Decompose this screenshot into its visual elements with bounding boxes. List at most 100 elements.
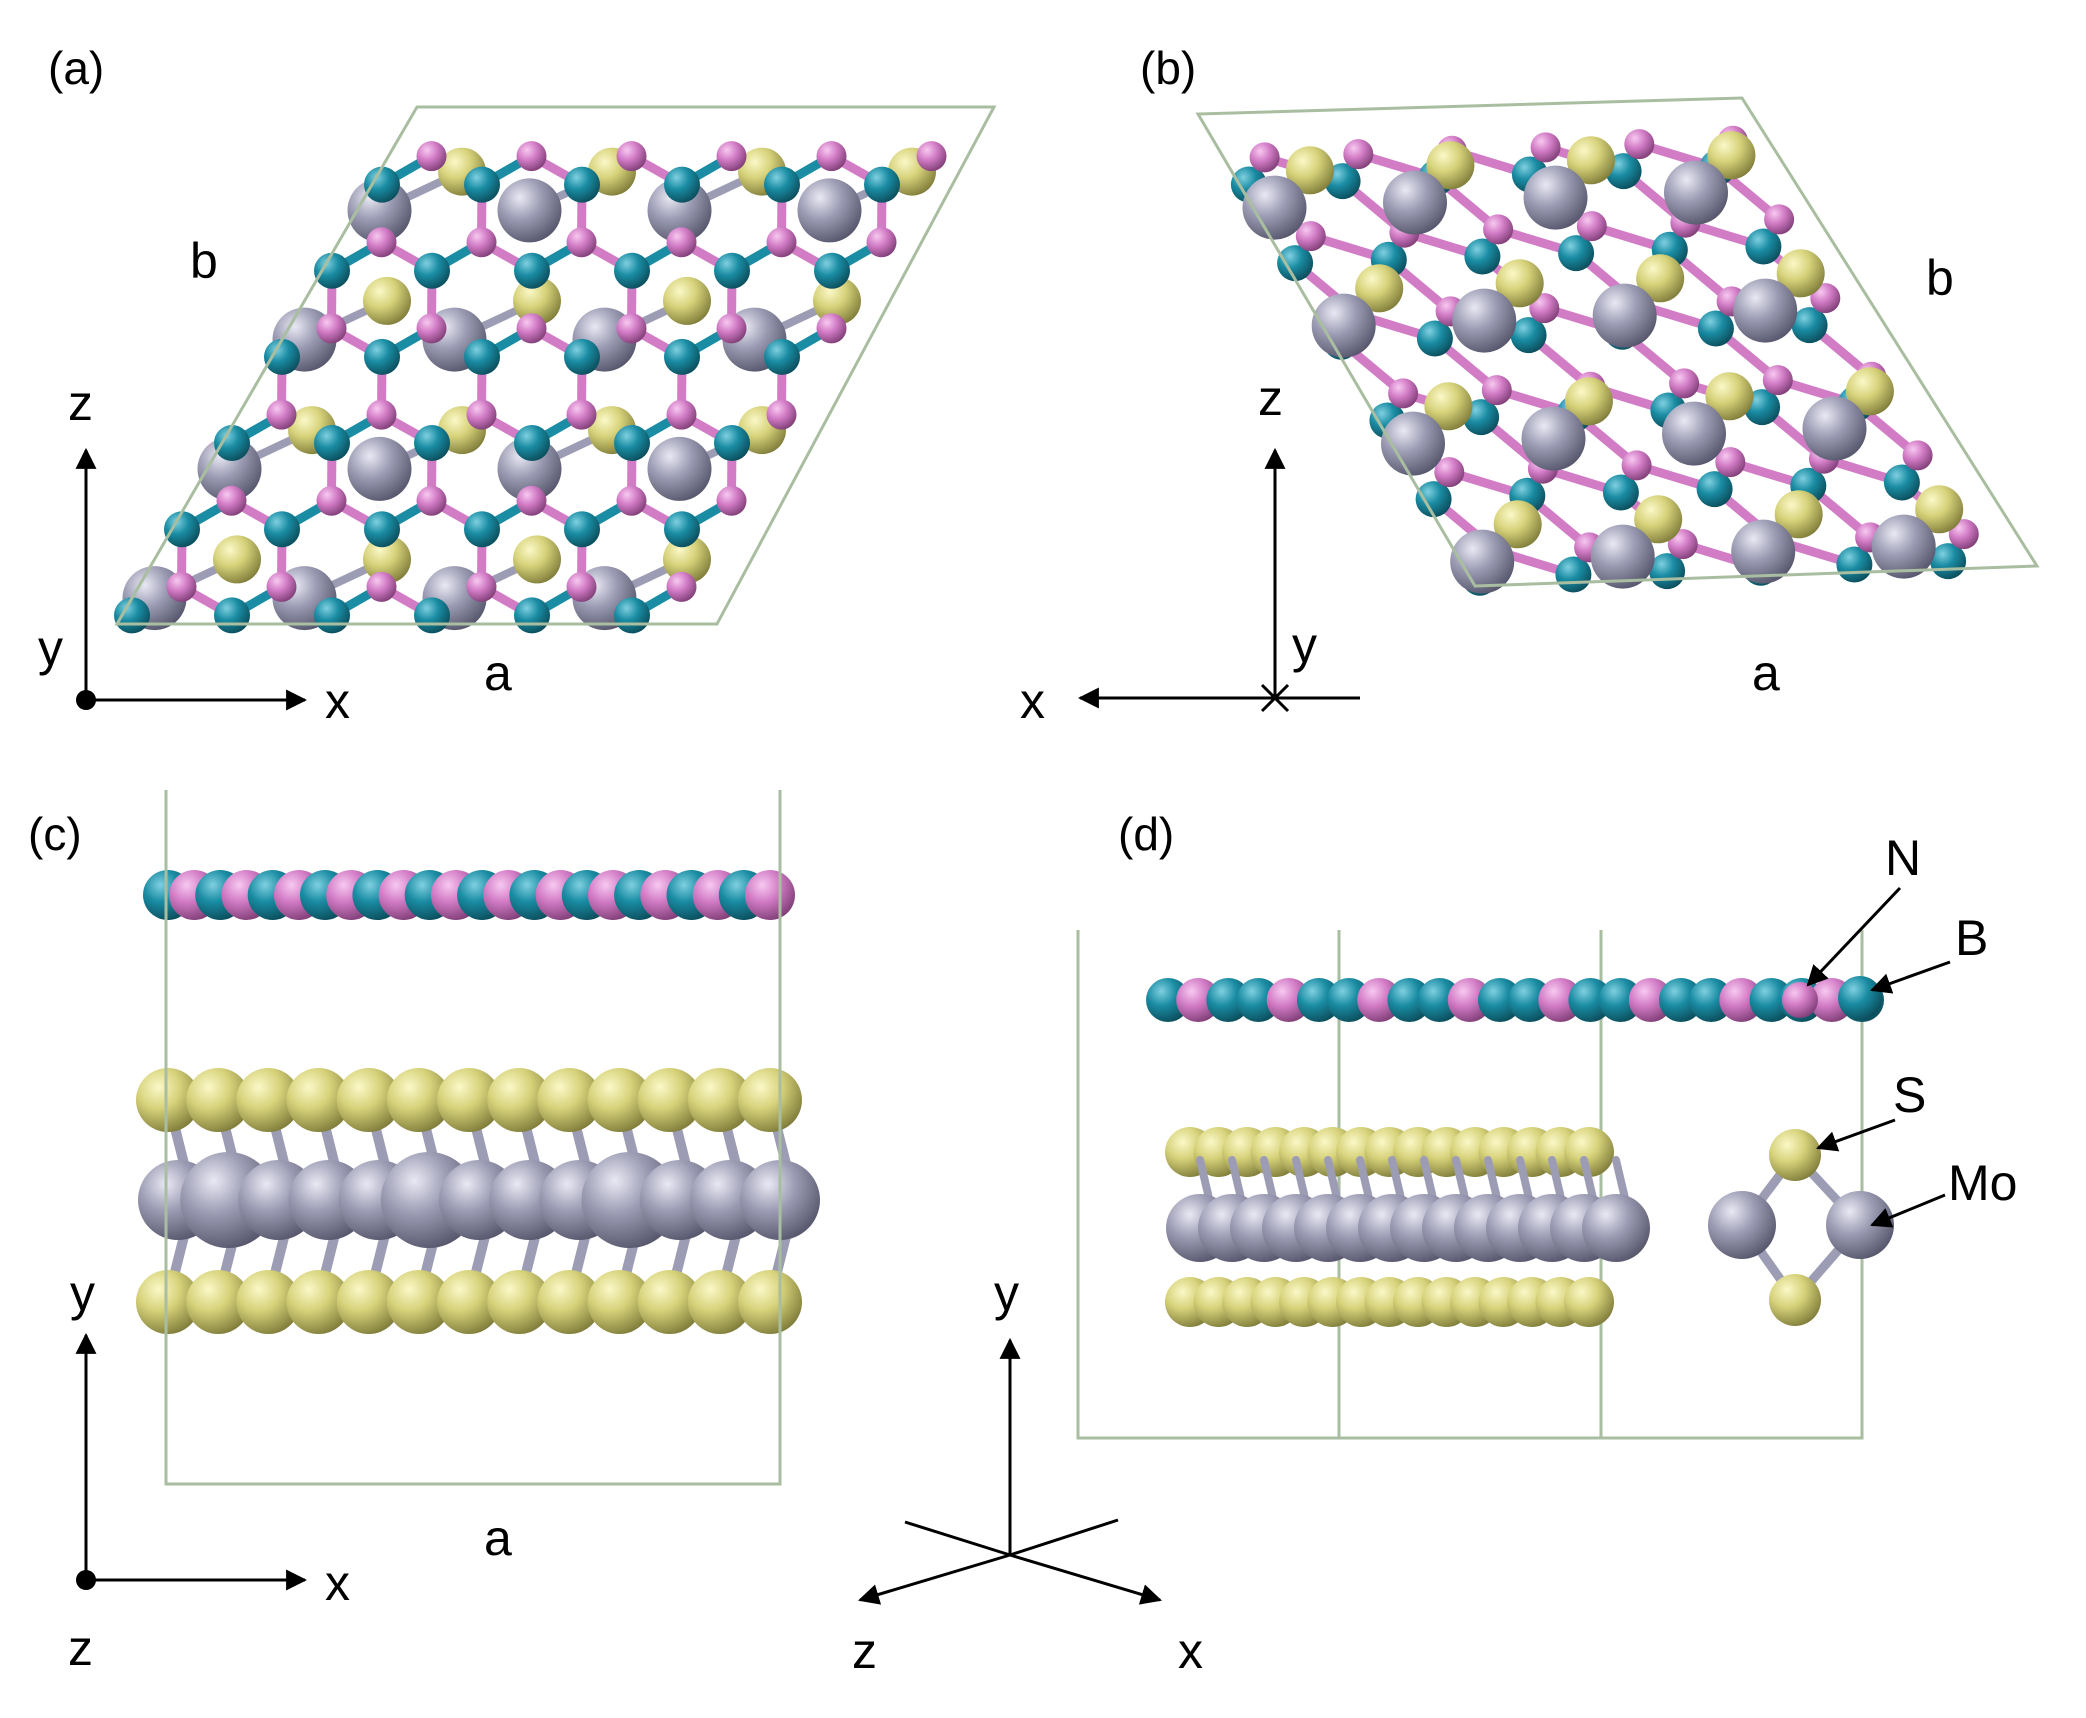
sulfur-atom [213,535,261,584]
boron-atom [514,597,550,634]
boron-atom [1477,978,1522,1022]
boron-atom [1206,978,1251,1022]
boron-atom [514,252,550,289]
sulfur-atom [487,1068,552,1132]
boron-atom [314,597,350,634]
panel-a-axis-z: z [68,375,93,431]
boron-atom [1659,978,1703,1022]
boron-atom [1602,474,1639,511]
boron-atom [1697,310,1734,347]
sulfur-atom [1566,136,1615,185]
nitrogen-atom [1357,978,1402,1022]
nitrogen-atom [1810,283,1841,314]
nitrogen-atom [166,571,197,602]
sulfur-atom [537,1270,602,1334]
sulfur-atom [637,1068,702,1132]
panel-c-axis-z: z [68,1620,93,1676]
panel-b-axis-x: x [1020,673,1045,729]
molybdenum-atom [1242,175,1307,240]
sulfur-atom [537,1068,602,1132]
boron-atom [614,252,650,289]
nitrogen-atom [666,571,697,602]
sulfur-atom [1564,377,1613,426]
boron-atom [564,511,600,548]
molybdenum-atom [797,178,862,243]
boron-atom [264,338,300,375]
sulfur-atom [687,1068,752,1132]
boron-atom [864,166,900,203]
molybdenum-atom [1826,1191,1894,1259]
boron-atom [1417,978,1462,1022]
boron-atom [614,597,650,634]
boron-atom [1327,978,1371,1022]
panel-c-label: (c) [28,808,82,860]
nitrogen-atom [516,141,547,172]
panel-d-axes: y z x [852,1265,1203,1679]
nitrogen-atom [1538,978,1583,1022]
boron-atom [614,425,650,461]
panel-c-out-of-plane-dot-icon [76,1570,96,1590]
panel-c: (c) a y x z [28,790,820,1676]
panel-b-cell-label-b: b [1926,250,1954,306]
sulfur-atom [1705,372,1754,421]
sulfur-atom [1707,131,1756,180]
nitrogen-atom [1715,447,1746,478]
sulfur-atom [738,1270,802,1334]
boron-atom [814,252,850,289]
nitrogen-atom [1343,139,1374,170]
nitrogen-atom [366,399,397,430]
panel-c-axis-y: y [70,1265,95,1321]
panel-a: (a) a b z x y [38,42,997,729]
nitrogen-atom [466,227,497,258]
nitrogen-atom [366,227,397,258]
panel-a-out-of-plane-dot-icon [76,690,96,710]
panel-b-axis-z: z [1258,370,1283,426]
nitrogen-atom [1621,450,1652,481]
molybdenum-atom [1582,1194,1650,1262]
callout-arrow-n [1806,886,1902,987]
boron-atom [1236,978,1281,1022]
boron-atom [1598,978,1643,1022]
molybdenum-atom [1592,283,1657,348]
element-label-mo: Mo [1948,1155,2017,1211]
molybdenum-atom [1731,519,1796,584]
element-label-s: S [1893,1067,1926,1123]
nitrogen-atom [745,870,795,920]
sulfur-atom [1424,382,1473,431]
molybdenum-atom [1708,1191,1776,1259]
nitrogen-atom [1628,978,1673,1022]
boron-atom [314,252,350,289]
panel-c-axes: y x z [68,1265,350,1676]
panel-d: (d) N B S Mo y z x [852,808,2017,1679]
sulfur-atom [363,535,411,584]
panel-d-label: (d) [1118,808,1174,860]
nitrogen-atom [716,485,747,516]
nitrogen-atom [566,399,597,430]
molybdenum-atom [1311,293,1376,358]
molybdenum-atom [647,436,712,501]
callout-arrow-b [1870,960,1951,994]
boron-atom [364,166,400,203]
boron-atom [1387,978,1432,1022]
nitrogen-atom [316,313,347,344]
panel-a-axis-y: y [38,620,63,676]
sulfur-atom [1769,1274,1821,1326]
sulfur-atom [1426,141,1475,190]
nitrogen-atom [366,571,397,602]
sulfur-atom [513,276,561,325]
element-label-n: N [1885,830,1921,886]
boron-atom [1146,978,1190,1022]
molybdenum-atom [1523,165,1588,230]
sulfur-atom [136,1270,200,1334]
nitrogen-atom [266,571,297,602]
nitrogen-atom [616,313,647,344]
nitrogen-atom [1719,978,1764,1022]
panel-a-cell-label-a: a [484,645,512,701]
molybdenum-atom [1452,288,1517,353]
nitrogen-atom [866,227,897,258]
nitrogen-atom [766,227,797,258]
sulfur-atom [186,1068,251,1132]
nitrogen-atom [516,313,547,344]
molybdenum-atom [1381,411,1445,476]
nitrogen-atom [1576,211,1607,242]
